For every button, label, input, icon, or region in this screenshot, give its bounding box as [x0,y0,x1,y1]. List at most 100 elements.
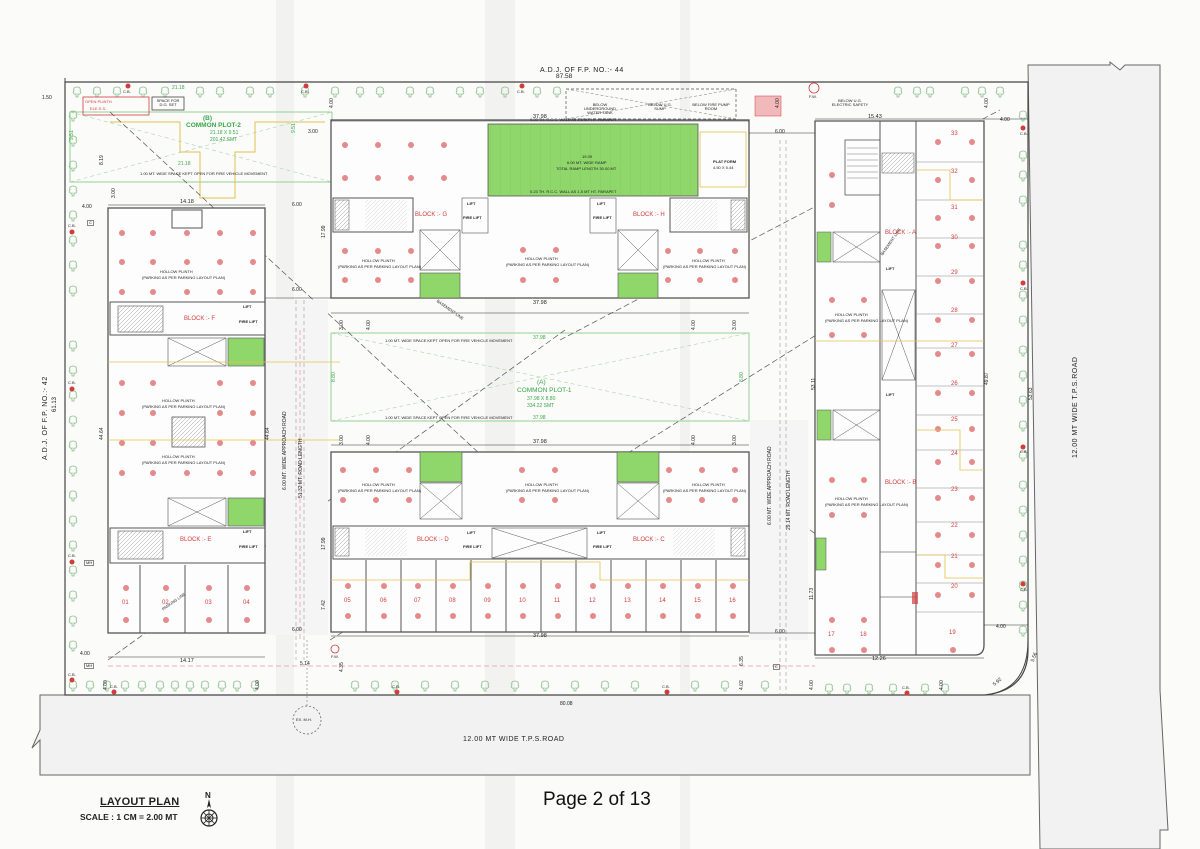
west-boundary-length: 61.13 [52,396,58,412]
dim-east-lower: 11.73 [809,587,815,600]
shop-05: 05 [344,598,351,604]
ramp-length: TOTAL RAMP LENGTH 30.00 MT [556,166,617,171]
block-g-label: BLOCK :- G [415,212,448,218]
lift-label: LIFT [467,530,476,535]
dim-margin-6: 6.00 [775,629,785,635]
common-plot-1-dims: 37.98 X 8.80 [527,396,556,402]
shop-32: 32 [951,169,958,175]
below-underground-tank: BELOW UNDERGROUND WATER TANK [584,102,616,115]
dim-left-block-bottom: 14.17 [180,658,194,664]
east-road-length: 53.63 [1028,387,1034,400]
shop-13: 13 [624,598,631,604]
manhole-label: MH [84,560,95,566]
dim-margin-3-h: 3.00 [308,129,318,135]
dim-left-block-width: 14.18 [180,199,194,205]
shop-19: 19 [949,630,956,636]
common-plot-2 [69,96,333,199]
dim-margin-4: 4.00 [103,680,109,690]
hollow-plinth: HOLLOW PLINTH [692,482,725,487]
west-building [107,207,340,634]
cb-label: C.B. [1020,449,1028,454]
east-road-label: 12.00 MT WIDE T.P.S.ROAD [1072,356,1079,458]
below-fire-pump: BELOW FIRE PUMP ROOM [692,102,730,111]
block-b-label: BLOCK :- B [885,480,917,486]
cb-label: C.B. [68,553,76,558]
shop-17: 17 [828,632,835,638]
shop-07: 07 [414,598,421,604]
dim-east-block-width: 15.43 [868,114,882,120]
ramp-dim: 19.39 [582,154,593,159]
dim-margin-4: 4.00 [255,680,261,690]
dim-center-block-depth: 17.99 [321,225,327,238]
south-road-length: 80.08 [560,701,573,707]
hollow-plinth: HOLLOW PLINTH [162,398,195,403]
cb-label: C.B. [1020,131,1028,136]
common-plot-1-area: 334.22 SMT [527,403,555,409]
below-sump: BELOW U.G. SUMP [648,102,672,111]
dim-margin-3: 3.00 [339,320,345,330]
hollow-plinth: HOLLOW PLINTH [162,454,195,459]
setback-lines [108,330,815,667]
c-marker: C [87,220,94,226]
common-plot-2-depth: 9.51 [69,130,75,140]
hollow-plinth: HOLLOW PLINTH [835,496,868,501]
shop-16: 16 [729,598,736,604]
dg-space-label: SPACE FOR D.G. SET [156,98,180,107]
parking-note: (PARKING AS PER PARKING LAYOUT PLAN) [142,275,226,280]
fire-lift-label: FIRE LIFT [239,319,258,324]
dim-east-block-bottom: 12.26 [872,656,886,662]
dim-margin-4: 4.00 [691,320,697,330]
block-a-label: BLOCK :- A [885,230,917,236]
dim-margin-4: 4.00 [984,98,990,108]
hollow-plinth: HOLLOW PLINTH [692,258,725,263]
shop-24: 24 [951,451,958,457]
dim-center-width: 37.98 [533,633,547,639]
fire-well-north [808,82,820,94]
parking-note: (PARKING AS PER PARKING LAYOUT PLAN) [142,460,226,465]
block-c-label: BLOCK :- C [633,537,665,543]
parking-note: (PARKING AS PER PARKING LAYOUT PLAN) [338,264,422,269]
layout-plan-scale: SCALE : 1 CM = 2.00 MT [80,812,178,822]
platform-dims: 4.50 X 5.44 [713,165,734,170]
dimension-lines [108,118,1028,659]
dim-margin-6: 6.00 [292,627,302,633]
parking-note: (PARKING AS PER PARKING LAYOUT PLAN) [663,264,747,269]
common-plot-1-depth-b: 8.80 [739,372,745,382]
existing-manhole-label: EX. M.H. [296,717,313,722]
fire-space-note: 1.00 MT. WIDE SPACE KEPT OPEN FOR FIRE V… [140,171,268,176]
block-d-label: BLOCK :- D [417,537,449,543]
common-plot-1-width: 37.98 [533,335,546,341]
cb-label: C.B. [392,684,400,689]
fire-lift-label: FIRE LIFT [593,544,612,549]
dim-margin-4: 4.00 [366,320,372,330]
lift-label: LIFT [243,529,252,534]
parking-note: (PARKING AS PER PARKING LAYOUT PLAN) [506,488,590,493]
dim-margin-4: 4.00 [809,680,815,690]
shop-21: 21 [951,554,958,560]
shop-11: 11 [554,598,561,604]
hollow-plinth: HOLLOW PLINTH [362,258,395,263]
north-center-building [330,88,782,299]
dim-margin-3: 3.00 [732,320,738,330]
shop-10: 10 [519,598,526,604]
shop-03: 03 [205,600,212,606]
fire-well-south [330,644,340,654]
dim-center-width: 37.98 [533,439,547,445]
cb-label: C.B. [110,684,118,689]
common-plot-1-name: COMMON PLOT-1 [517,387,572,394]
fire-lift-label: FIRE LIFT [593,215,612,220]
fire-space-note: 1.00 MT. WIDE SPACE KEPT OPEN FOR FIRE V… [385,415,513,420]
cb-label: C.B. [902,685,910,690]
east-building [814,120,985,656]
ramp-title: 6.00 MT. WIDE RAMP [567,160,607,165]
dim-center-shop-depth: 7.42 [321,600,327,610]
hollow-plinth: HOLLOW PLINTH [525,482,558,487]
fire-lift-label: FIRE LIFT [463,544,482,549]
dim-margin-6: 6.00 [292,202,302,208]
cb-label: C.B. [1020,286,1028,291]
parking-note: (PARKING AS PER PARKING LAYOUT PLAN) [506,262,590,267]
parking-note: (PARKING AS PER PARKING LAYOUT PLAN) [663,488,747,493]
dim-margin-6: 6.00 [775,129,785,135]
